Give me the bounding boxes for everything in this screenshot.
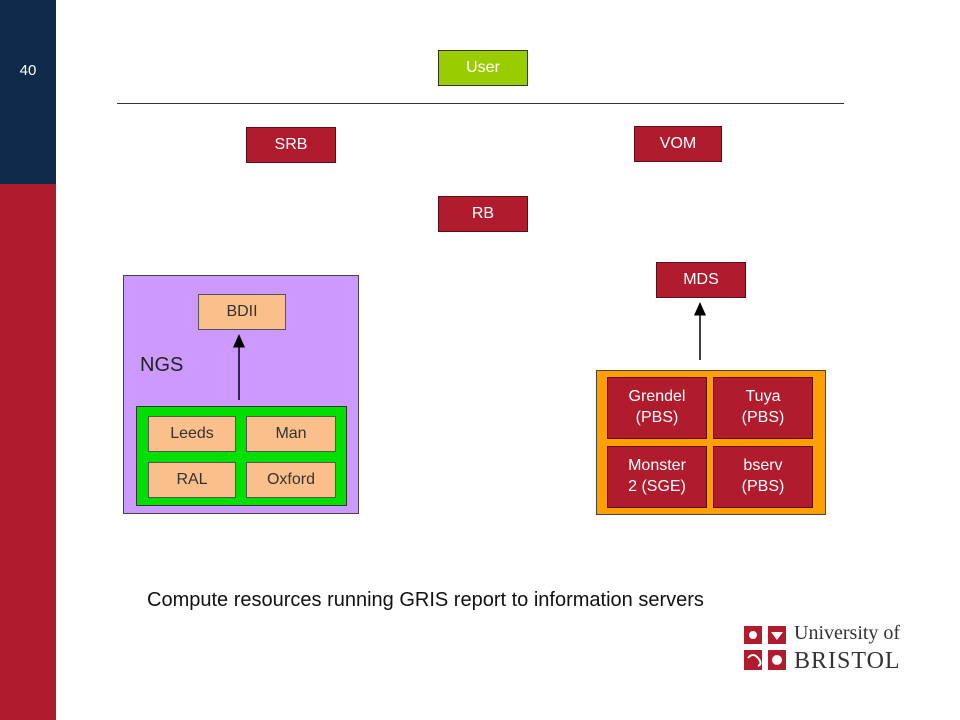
vom-box: VOM bbox=[634, 126, 722, 162]
sidebar-bottom-band bbox=[0, 184, 56, 720]
bdii-box: BDII bbox=[198, 294, 286, 330]
crest-icon bbox=[741, 623, 789, 673]
sidebar-top-band bbox=[0, 0, 56, 184]
mds-box: MDS bbox=[656, 262, 746, 298]
page-number: 40 bbox=[19, 62, 37, 79]
srb-box: SRB bbox=[246, 127, 336, 163]
logo-line1: University of bbox=[794, 622, 901, 644]
user-box: User bbox=[438, 50, 528, 86]
site-ral-box: RAL bbox=[148, 462, 236, 498]
divider-line bbox=[117, 103, 844, 104]
ngs-label: NGS bbox=[140, 354, 184, 376]
node-monster-box: Monster 2 (SGE) bbox=[607, 446, 707, 508]
site-leeds-box: Leeds bbox=[148, 416, 236, 452]
site-oxford-box: Oxford bbox=[246, 462, 336, 498]
node-grendel-box: Grendel (PBS) bbox=[607, 377, 707, 439]
node-bserv-box: bserv (PBS) bbox=[713, 446, 813, 508]
caption-text: Compute resources running GRIS report to… bbox=[147, 589, 704, 611]
university-logo: University of BRISTOL bbox=[740, 620, 916, 678]
logo-line2: BRISTOL bbox=[794, 648, 901, 674]
rb-box: RB bbox=[438, 196, 528, 232]
node-tuya-box: Tuya (PBS) bbox=[713, 377, 813, 439]
site-man-box: Man bbox=[246, 416, 336, 452]
